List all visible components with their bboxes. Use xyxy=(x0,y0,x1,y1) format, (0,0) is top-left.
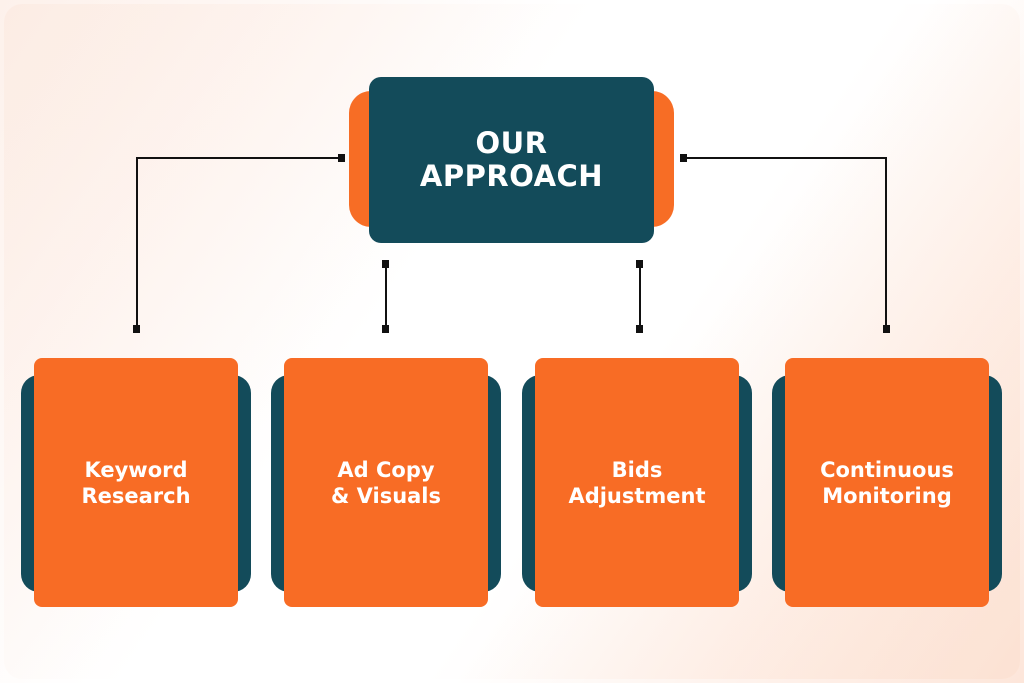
root-node: OUR APPROACH xyxy=(369,77,654,243)
connector-endpoint-child-4 xyxy=(883,325,890,333)
child-node-4-label-line-1: Continuous xyxy=(820,457,954,482)
connector-endpoint-child-3 xyxy=(636,325,643,333)
child-node-2-label-line-1: Ad Copy xyxy=(337,457,435,482)
connector-endpoint-right-top xyxy=(680,154,687,162)
connector-endpoint-child-2 xyxy=(382,325,389,333)
connector-center-right-vertical xyxy=(639,262,641,329)
child-node-1-label-line-1: Keyword xyxy=(84,457,188,482)
child-node-ad-copy-visuals: Ad Copy & Visuals xyxy=(284,358,488,607)
connector-right-vertical xyxy=(885,157,887,329)
connector-left-horizontal xyxy=(136,157,341,159)
root-node-title-line-1: OUR xyxy=(475,126,548,160)
child-node-2-label-line-2: & Visuals xyxy=(330,483,442,508)
connector-endpoint-child-1 xyxy=(133,325,140,333)
child-node-3-label-line-2: Adjustment xyxy=(568,483,706,508)
child-node-bids-adjustment: Bids Adjustment xyxy=(535,358,739,607)
connector-endpoint-center-right-top xyxy=(636,260,643,268)
child-node-1-label-line-2: Research xyxy=(81,483,191,508)
child-node-keyword-research: Keyword Research xyxy=(34,358,238,607)
connector-endpoint-left-top xyxy=(338,154,345,162)
child-node-continuous-monitoring: Continuous Monitoring xyxy=(785,358,989,607)
connector-endpoint-center-left-top xyxy=(382,260,389,268)
connector-left-vertical xyxy=(136,157,138,329)
child-node-4-label-line-2: Monitoring xyxy=(822,483,952,508)
connector-right-horizontal xyxy=(684,157,887,159)
connector-center-left-vertical xyxy=(385,262,387,329)
root-node-title-line-2: APPROACH xyxy=(419,159,604,193)
child-node-3-label-line-1: Bids xyxy=(611,457,663,482)
